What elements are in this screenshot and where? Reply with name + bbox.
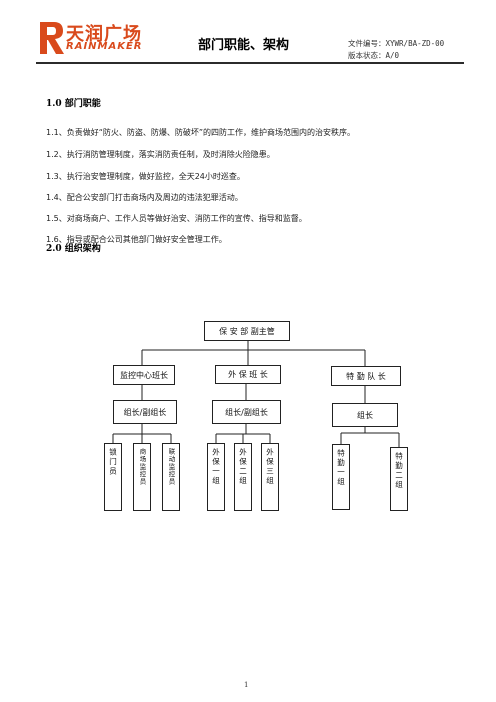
duty-item: 1.1、负责做好“防火、防盗、防爆、防破坏”的四防工作，维护商场范围内的治安秩序…	[46, 128, 356, 137]
rainmaker-logo	[40, 22, 64, 54]
doc-number: 文件编号：XYWR/BA-ZD-00	[348, 39, 445, 48]
org-patrol-lead-box: 外 保 班 长	[215, 365, 281, 384]
org-root-box: 保 安 部 副主管	[204, 321, 290, 341]
org-leaf-box: 特勤二组	[390, 447, 408, 511]
org-leaf-box: 商场监控员	[133, 443, 151, 511]
org-monitor-group-box: 组长/副组长	[113, 400, 177, 424]
page-title: 部门职能、架构	[198, 38, 290, 53]
org-leaf-box: 锁门员	[104, 443, 122, 511]
duty-item: 1.6、指导或配合公司其他部门做好安全管理工作。	[46, 235, 227, 244]
version-status: 版本状态：A/0	[348, 51, 400, 60]
page-number: 1	[244, 681, 249, 689]
org-monitor-lead-box: 监控中心班长	[113, 365, 175, 385]
header-divider	[36, 62, 464, 64]
duty-item: 1.4、配合公安部门打击商场内及周边的违法犯罪活动。	[46, 193, 243, 202]
org-leaf-box: 外保二组	[234, 443, 252, 511]
duties-heading: 1.0 部门职能	[46, 99, 101, 109]
org-special-group-box: 组长	[332, 403, 398, 427]
org-leaf-box: 联动监控员	[162, 443, 180, 511]
duty-item: 1.3、执行治安管理制度，做好监控，全天24小时巡查。	[46, 172, 245, 181]
org-leaf-box: 外保三组	[261, 443, 279, 511]
org-leaf-box: 外保一组	[207, 443, 225, 511]
duty-item: 1.5、对商场商户、工作人员等做好治安、消防工作的宣传、指导和监督。	[46, 214, 307, 223]
logo-chinese: 天润广场	[66, 24, 142, 45]
org-special-lead-box: 特 勤 队 长	[331, 366, 401, 386]
org-patrol-group-box: 组长/副组长	[212, 400, 281, 424]
org-heading: 2.0 组织架构	[46, 244, 101, 254]
duty-item: 1.2、执行消防管理制度，落实消防责任制，及时消除火险隐患。	[46, 150, 275, 159]
org-leaf-box: 特勤一组	[332, 444, 350, 510]
logo-english: RAINMAKER	[66, 41, 143, 52]
